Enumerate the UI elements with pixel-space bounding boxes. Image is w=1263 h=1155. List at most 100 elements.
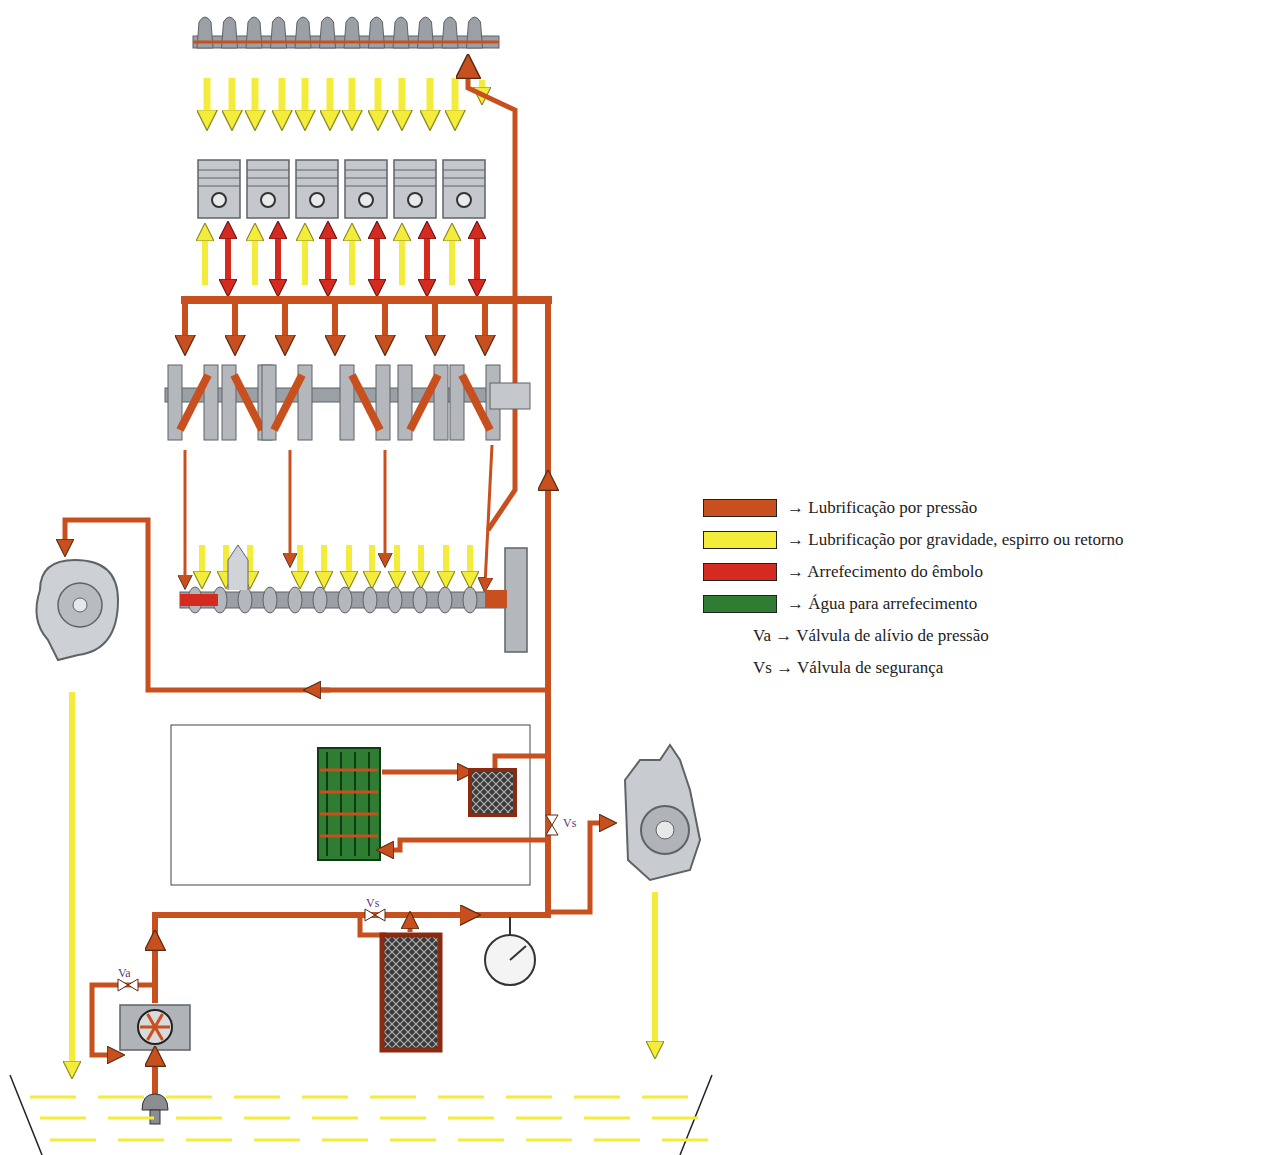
- gauge-needle: [510, 946, 526, 960]
- legend-text: → Arrefecimento do êmbolo: [787, 562, 983, 582]
- oil-surface: [662, 1139, 708, 1142]
- oil-surface: [166, 1096, 212, 1099]
- oil-drip: [184, 450, 187, 582]
- piston: [247, 160, 289, 218]
- crank-oil-passage: [234, 375, 262, 430]
- legend-text: → Água para arrefecimento: [787, 594, 977, 614]
- piston-cooling-arrow: [225, 230, 231, 288]
- return-arrow: [252, 78, 259, 120]
- oil-surface: [370, 1096, 416, 1099]
- oil-surface: [312, 1117, 358, 1120]
- main-filter: [382, 935, 440, 1050]
- cam-lobe: [263, 587, 277, 613]
- piston-cooling-arrow: [374, 230, 380, 288]
- piston-ring: [443, 170, 485, 171]
- legend-swatch: [703, 563, 777, 581]
- piston: [345, 160, 387, 218]
- return-arrow: [369, 545, 375, 580]
- piston-pin: [408, 193, 422, 207]
- supply-line: [155, 915, 548, 1003]
- return-arrow: [467, 545, 473, 580]
- piston-pin: [261, 193, 275, 207]
- piston-ring: [247, 170, 289, 171]
- piston-cooling-arrow: [275, 230, 281, 288]
- gear-tooth: [155, 1014, 163, 1027]
- crank-end: [490, 383, 530, 409]
- piston: [394, 160, 436, 218]
- piston-ring: [296, 178, 338, 179]
- oil-surface: [506, 1096, 552, 1099]
- piston: [443, 160, 485, 218]
- cooler-oil-passage: [320, 791, 378, 794]
- bearing-feed-arrow: [432, 304, 438, 345]
- return-arrow: [302, 78, 309, 120]
- bearing-feed-arrow: [332, 304, 338, 345]
- tappet: [228, 545, 248, 590]
- main-riser: [545, 300, 551, 918]
- cam-lobe: [313, 587, 327, 613]
- piston-ring: [394, 178, 436, 179]
- filter-return: [495, 756, 548, 768]
- crank-oil-passage: [352, 375, 380, 430]
- turbo-housing: [58, 583, 102, 627]
- turbocharger: [36, 560, 118, 660]
- cam-lobe: [288, 587, 302, 613]
- legend-text: Va → Válvula de alívio de pressão: [753, 626, 989, 646]
- splash-arrow: [449, 232, 455, 285]
- injection-pump: [625, 745, 700, 880]
- piston-ring: [247, 178, 289, 179]
- cam-lobe: [338, 587, 352, 613]
- oil-surface: [30, 1096, 76, 1099]
- bearing-feed-arrow: [182, 304, 188, 345]
- return-arrow: [452, 78, 459, 120]
- turbo-feed: [65, 520, 548, 690]
- cooler-inlet: [385, 840, 548, 850]
- oil-surface: [448, 1117, 494, 1120]
- valve-symbol: [546, 815, 558, 835]
- flow-arrow: [455, 912, 470, 918]
- cam-lobe: [388, 587, 402, 613]
- valve-symbol: [365, 909, 385, 921]
- oil-surface: [176, 1117, 222, 1120]
- gear-tooth: [148, 1014, 156, 1027]
- legend-swatch: [703, 595, 777, 613]
- cam-lobe: [413, 587, 427, 613]
- splash-arrow: [302, 232, 308, 285]
- valve-symbol: [118, 979, 138, 991]
- oil-surface: [526, 1139, 572, 1142]
- flow-arrow: [408, 920, 413, 932]
- piston-pin: [359, 193, 373, 207]
- crank-oil-passage: [462, 375, 490, 430]
- oil-surface: [40, 1117, 86, 1120]
- flow-arrow: [312, 688, 330, 693]
- bearing-feed-arrow: [232, 304, 238, 345]
- cam-bearing: [180, 594, 218, 606]
- gauge-stem: [509, 917, 511, 935]
- splash-arrow: [252, 232, 258, 285]
- injection-pump-feed: [548, 823, 608, 912]
- cooler-oil-passage: [320, 835, 378, 838]
- return-arrow: [199, 545, 205, 580]
- bearing-feed-arrow: [382, 304, 388, 345]
- cooler-tube: [340, 752, 342, 856]
- valve-label: Vs: [366, 896, 379, 911]
- cooler-tube: [326, 752, 328, 856]
- return-arrow: [346, 545, 352, 580]
- valve-label: Va: [118, 966, 131, 981]
- legend-swatch: [703, 499, 777, 517]
- oil-surface: [642, 1096, 688, 1099]
- oil-surface: [574, 1096, 620, 1099]
- gear-tooth: [155, 1027, 163, 1040]
- oil-surface: [516, 1117, 562, 1120]
- gear-bearing: [485, 590, 507, 608]
- oil-surface: [244, 1117, 290, 1120]
- piston-ring: [198, 170, 240, 171]
- piston-ring: [394, 186, 436, 187]
- oil-surface: [584, 1117, 630, 1120]
- oil-surface: [594, 1139, 640, 1142]
- valve-label: Vs: [563, 816, 576, 831]
- return-arrow: [443, 545, 449, 580]
- timing-gear: [505, 548, 527, 652]
- oil-surface: [50, 1139, 96, 1142]
